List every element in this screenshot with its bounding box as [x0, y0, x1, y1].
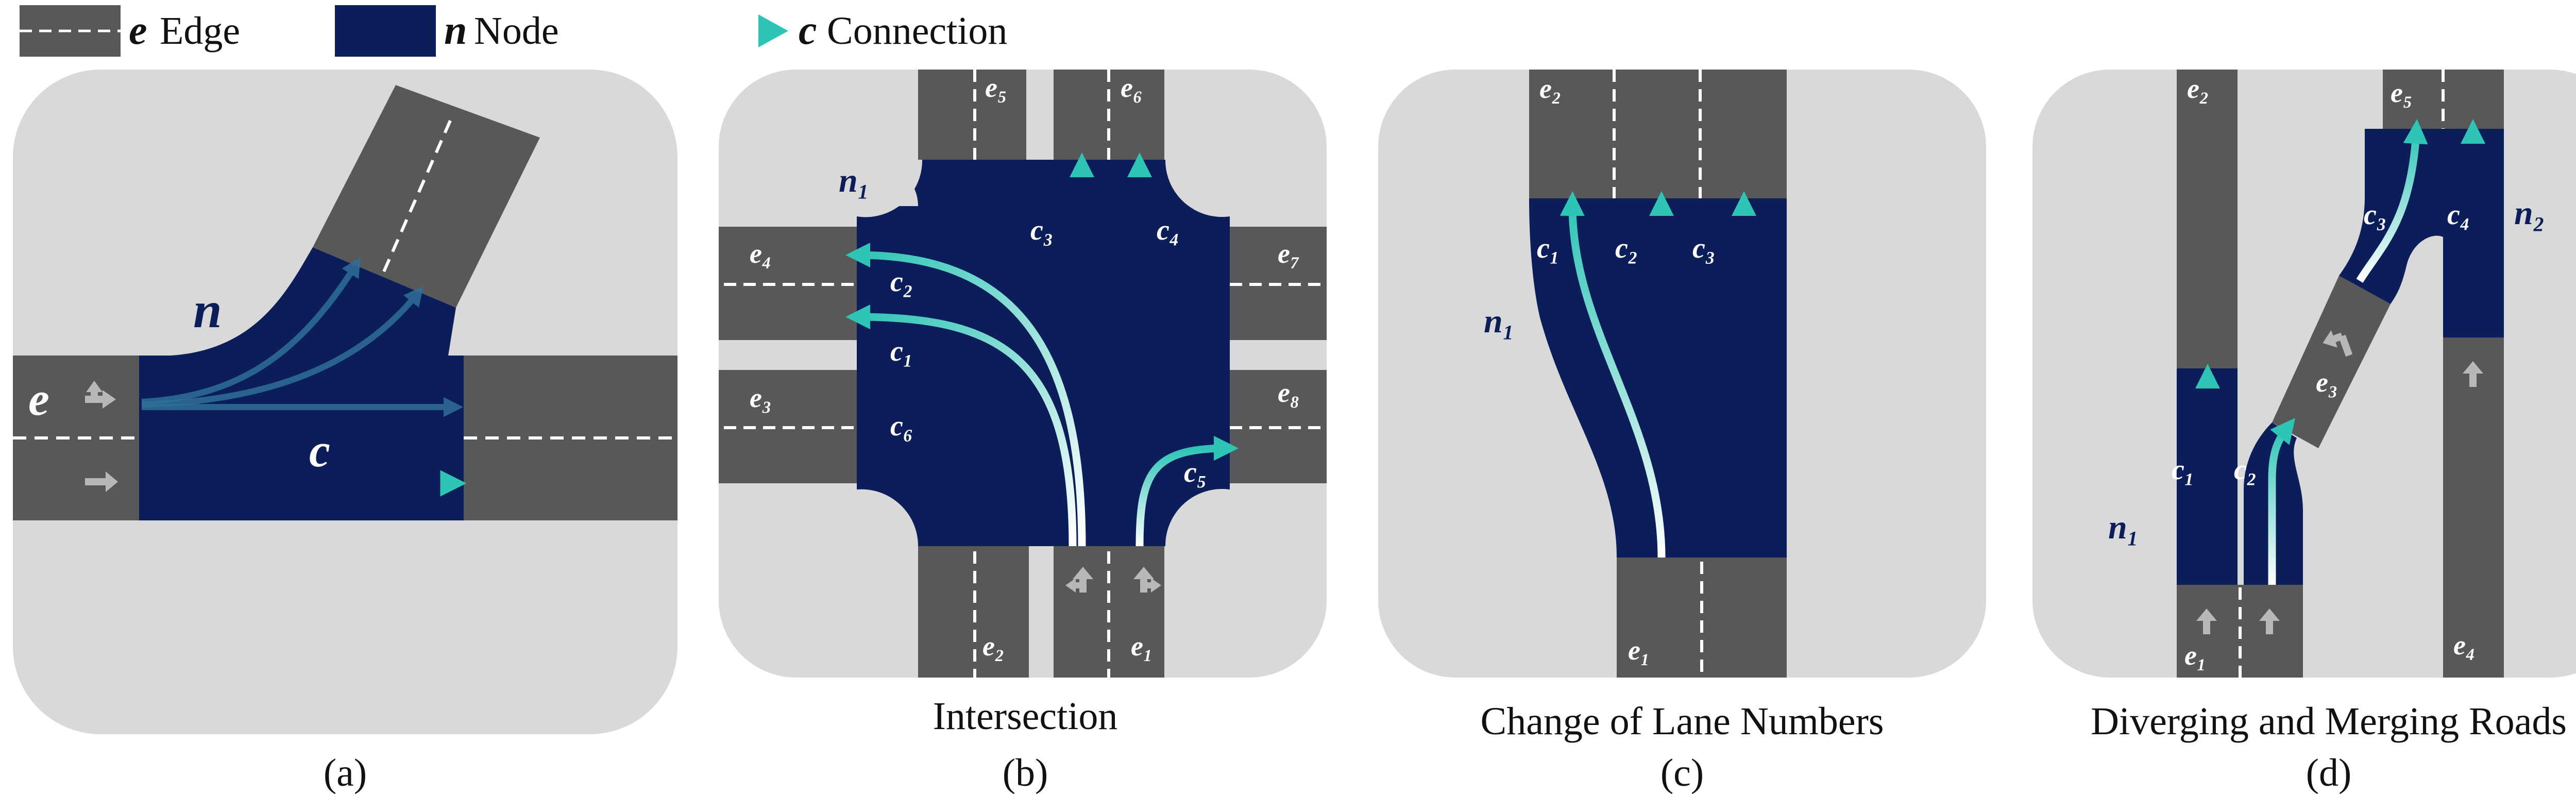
panel-d-label-c4: c₄ [2447, 199, 2470, 231]
panel-d: e₂ e₁ e₃ e₄ e₅ c₁ c₂ c₃ c₄ n₁ n₂ Divergi… [2032, 70, 2576, 794]
panel-a-letter: (a) [324, 751, 367, 794]
panel-d-label-e1: e₁ [2184, 640, 2207, 671]
panel-b-title: Intersection [933, 695, 1118, 738]
panel-b-node-label: n₁ [839, 162, 870, 199]
panel-d-edge-e3 [2272, 276, 2391, 448]
panel-a-edge-left [13, 356, 139, 520]
panel-b-letter: (b) [1003, 751, 1048, 794]
panel-b-label-c2: c₂ [890, 266, 913, 298]
panel-d-title: Diverging and Merging Roads [2091, 700, 2567, 743]
panel-b-label-e4: e₄ [750, 238, 772, 269]
panel-d-label-e4: e₄ [2453, 630, 2476, 661]
panel-d-label-n2: n₂ [2514, 194, 2545, 232]
panel-c-label-c3: c₃ [1692, 232, 1715, 264]
panel-d-label-c2: c₂ [2234, 454, 2257, 486]
panel-b-label-e7: e₇ [1278, 238, 1300, 269]
panel-b-label-c6: c₆ [890, 410, 913, 442]
panel-b-label-e5: e₅ [985, 72, 1007, 103]
panel-b-label-e1: e₁ [1131, 631, 1153, 662]
legend-node-label: Node [474, 9, 559, 53]
panel-b-label-e6: e₆ [1121, 72, 1143, 103]
panel-b-label-e8: e₈ [1278, 377, 1300, 408]
panel-c: e₂ e₁ n₁ c₁ c₂ c₃ Change of Lane Numbers… [1378, 70, 1986, 794]
panel-b-label-e3: e₃ [750, 382, 772, 413]
panel-c-label-e2: e₂ [1539, 73, 1562, 104]
panel-d-label-e3: e₃ [2316, 367, 2338, 398]
panel-b-label-c1: c₁ [890, 335, 913, 367]
panel-b: n₁ e₁ e₂ e₃ e₄ e₅ e₆ e₇ e₈ c₁ c₂ c₃ c₄ c… [719, 70, 1327, 794]
panel-d-letter: (d) [2306, 751, 2352, 794]
panel-c-edge-e2 [1529, 70, 1787, 198]
panel-a-node-label: n [193, 281, 222, 339]
panel-d-label-c1: c₁ [2172, 454, 2194, 486]
panel-a: e n c (a) [13, 70, 677, 794]
panel-b-connection-c2 [845, 243, 1086, 547]
panel-d-edge-e4 [2443, 337, 2504, 678]
panel-a-connection-label: c [309, 424, 330, 477]
panel-c-title: Change of Lane Numbers [1481, 700, 1884, 743]
panel-b-label-c3: c₃ [1030, 214, 1053, 246]
legend-edge-label: Edge [160, 9, 240, 53]
legend-node-symbol: n [444, 8, 467, 53]
panel-b-edge-e5 [918, 70, 1026, 160]
panel-c-label-c1: c₁ [1537, 232, 1560, 264]
panel-c-label-c2: c₂ [1615, 232, 1638, 264]
panel-a-edge-label: e [28, 373, 49, 425]
panel-a-node [139, 247, 464, 520]
panel-b-label-c4: c₄ [1157, 214, 1179, 246]
panel-d-connection-c3 [2356, 119, 2428, 283]
legend-connection-label: Connection [827, 9, 1007, 53]
panel-d-edge-e2 [2177, 70, 2238, 368]
legend-connection-symbol: c [799, 8, 817, 53]
panel-d-node-n2 [2339, 129, 2504, 337]
legend-node-swatch [335, 5, 436, 57]
panel-c-letter: (c) [1660, 751, 1704, 794]
panel-d-label-e2: e₂ [2187, 73, 2209, 104]
panel-c-label-e1: e₁ [1628, 635, 1650, 666]
panel-d-connection-c2 [2268, 418, 2295, 585]
panel-c-edge-e1 [1617, 558, 1787, 678]
panel-d-label-n1: n₁ [2108, 509, 2139, 546]
panel-c-node-label: n₁ [1484, 302, 1515, 340]
legend: e Edge n Node c Connection [20, 5, 1007, 57]
panel-b-label-e2: e₂ [982, 631, 1005, 662]
panel-b-connection-c1 [845, 305, 1077, 547]
panel-a-edge-branch [313, 85, 540, 308]
panel-d-label-c3: c₃ [2364, 199, 2386, 231]
panel-c-connection-c1 [1560, 191, 1666, 558]
legend-edge-symbol: e [129, 8, 147, 53]
panel-d-label-e5: e₅ [2391, 77, 2413, 108]
panel-b-label-c5: c₅ [1184, 457, 1207, 488]
